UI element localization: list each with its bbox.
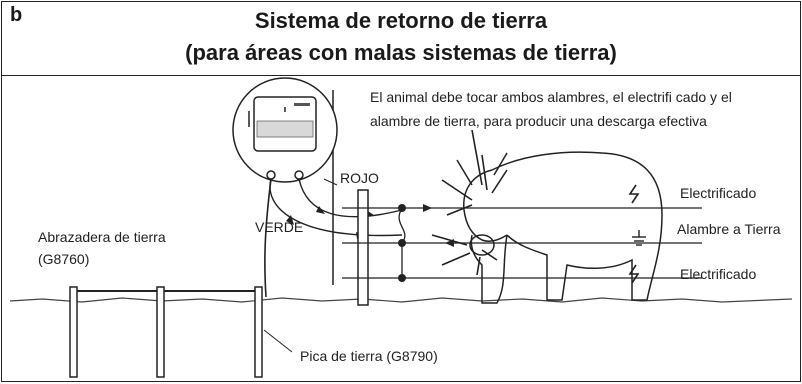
title-line-1: Sistema de retorno de tierra: [254, 8, 548, 33]
ground-rods: [69, 286, 263, 378]
ground-lead: [264, 178, 272, 298]
ground-surface: [9, 297, 793, 303]
header: b Sistema de retorno de tierra (para áre…: [2, 2, 800, 76]
ground-icon: [632, 230, 646, 246]
panel-label: b: [10, 4, 23, 26]
note-line-2: alambre de tierra, para producir una des…: [370, 113, 707, 129]
lightning-icon: [628, 184, 640, 204]
energizer-icon: [232, 77, 338, 183]
fence-wires: [342, 207, 702, 279]
legend-ground-wire: Alambre a Tierra: [677, 221, 781, 237]
verde-label: VERDE: [255, 219, 304, 235]
lightning-icon: [628, 264, 640, 284]
spark-bursts: [431, 129, 508, 276]
clamp-label-line-1: Abrazadera de tierra: [38, 229, 166, 245]
cow-illustration: [456, 151, 663, 304]
legend-electrified-2: Electrificado: [680, 266, 757, 282]
clamp-label-line-2: (G8760): [38, 251, 90, 267]
ground-rod-label: Pica de tierra (G8790): [300, 348, 438, 364]
title-line-2: (para áreas con malas sistemas de tierra…: [185, 40, 617, 65]
rojo-label: ROJO: [340, 170, 379, 186]
red-lead: [298, 178, 403, 218]
legend-electrified-1: Electrificado: [680, 185, 757, 201]
note-line-1: El animal debe tocar ambos alambres, el …: [370, 89, 732, 105]
fence-illustration: [9, 77, 793, 378]
fence-post: [357, 189, 369, 306]
